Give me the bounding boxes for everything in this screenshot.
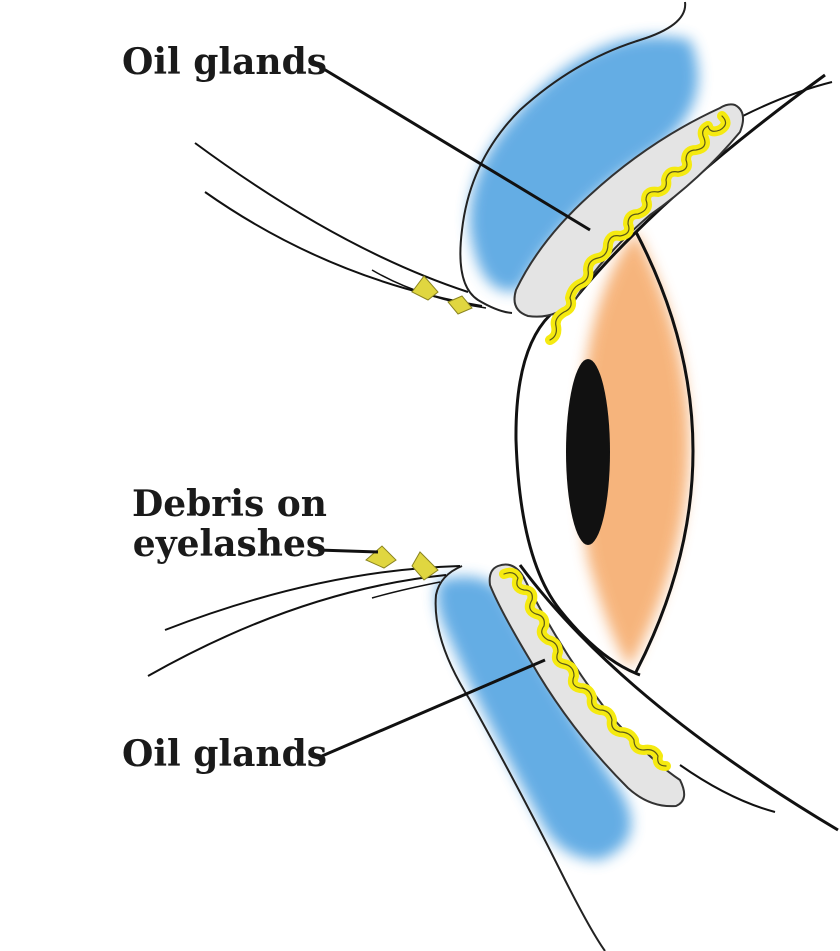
upper-eyelash-1 xyxy=(194,142,469,293)
upper-eyelash-2 xyxy=(204,191,483,307)
label-debris-on-eyelashes: Debris on eyelashes xyxy=(132,484,327,564)
lower-oil-gland-edge xyxy=(503,572,667,767)
upper-lid-blue xyxy=(469,36,699,292)
label-oil-glands-top: Oil glands xyxy=(122,41,328,83)
iris xyxy=(579,232,690,668)
label-debris-line1: Debris on xyxy=(132,483,327,525)
lower-eyelash-3 xyxy=(371,581,441,599)
lower-lid-blue xyxy=(436,576,632,860)
debris-upper-1 xyxy=(411,275,439,301)
lower-eyelash-2 xyxy=(147,574,447,677)
eyeball-outline xyxy=(514,313,641,677)
upper-oil-gland-edge xyxy=(549,115,727,341)
pupil xyxy=(566,359,610,545)
label-oil-glands-bottom: Oil glands xyxy=(122,733,328,775)
leader-debris xyxy=(317,548,379,554)
debris-upper-2 xyxy=(447,295,473,315)
leader-oil-glands-top xyxy=(321,66,591,232)
lower-eyelash-1 xyxy=(164,565,461,631)
label-debris-line2: eyelashes xyxy=(132,523,327,565)
debris-lower-2 xyxy=(411,551,439,581)
debris-lower-1 xyxy=(365,545,397,569)
lower-lid-crease xyxy=(518,564,839,832)
leader-oil-glands-bottom xyxy=(321,658,546,758)
lower-lid-crease-2 xyxy=(679,764,776,813)
upper-lid-outline xyxy=(459,1,687,314)
lower-lid-outline xyxy=(434,565,606,951)
cornea-curve xyxy=(634,231,695,673)
